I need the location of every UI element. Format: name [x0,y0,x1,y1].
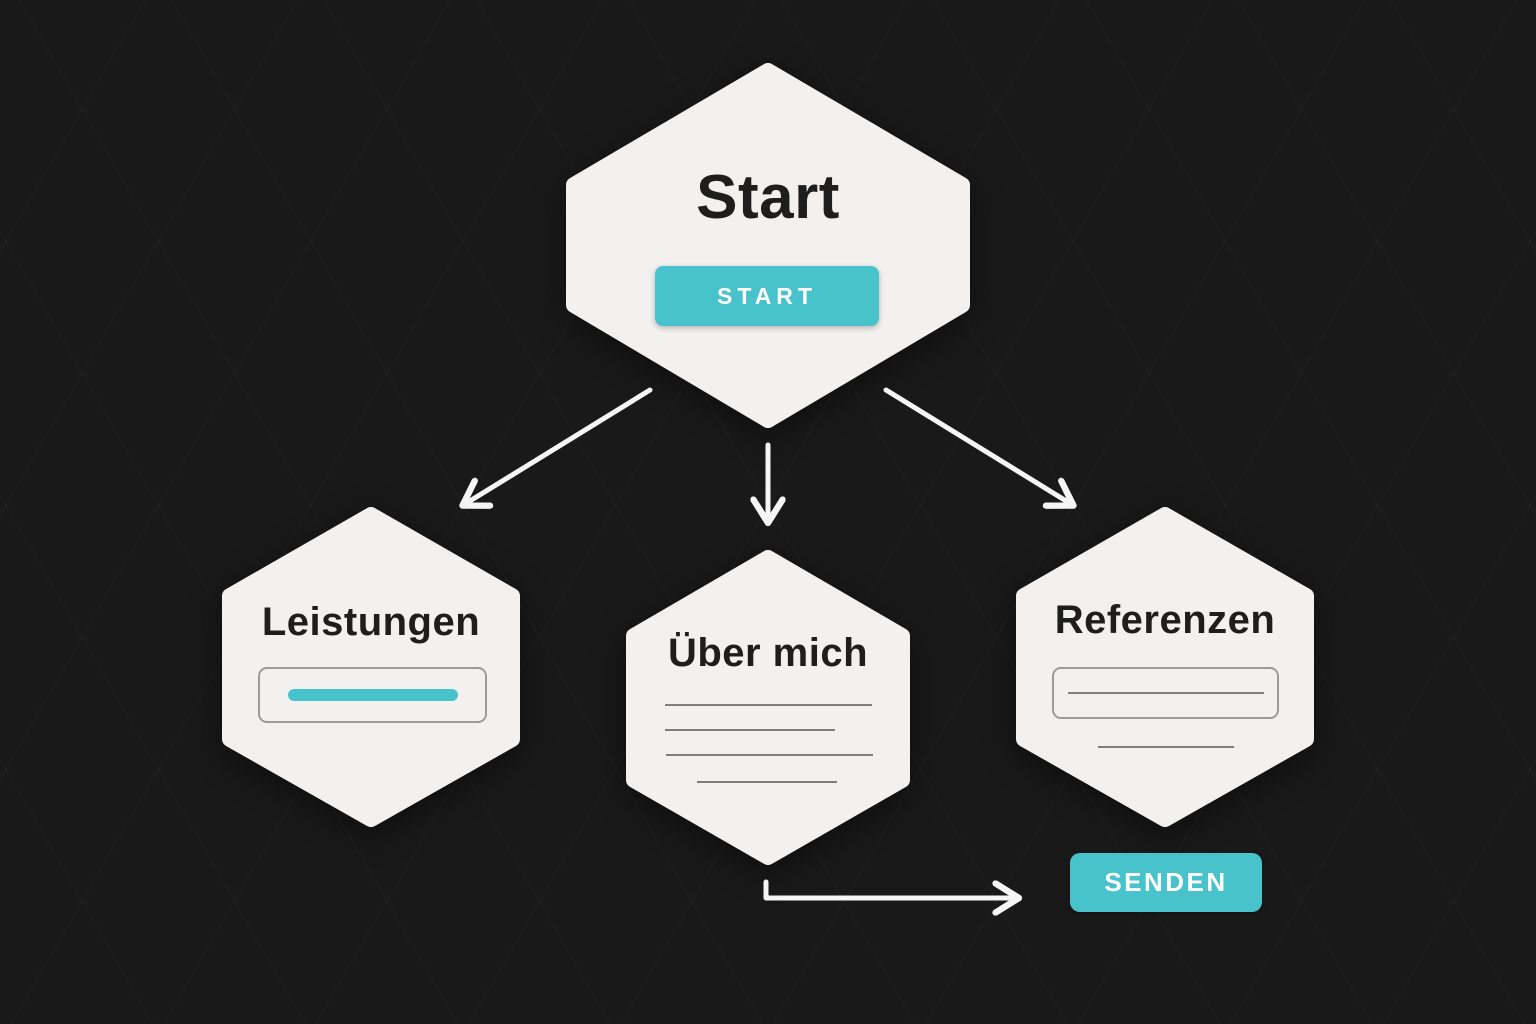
progress-bar [287,689,458,701]
ueber-mich-node-title: Über mich [667,631,869,675]
arrow-down-left-icon [465,387,653,504]
referenzen-node-title: Referenzen [1054,598,1276,642]
text-placeholder-line [665,704,872,706]
start-button[interactable]: START [655,266,879,326]
senden-button[interactable]: SENDEN [1070,853,1262,912]
leistungen-node-title: Leistungen [261,600,481,644]
arrow-right-to-senden-icon [763,879,1016,898]
start-hexagon [566,63,970,428]
leistungen-input-field[interactable] [258,667,487,723]
ueber-mich-hexagon [626,550,910,865]
start-node-title: Start [696,163,840,232]
text-placeholder-line [665,729,835,731]
arrow-down-right-icon [883,387,1071,504]
text-placeholder-line [1098,746,1234,748]
text-placeholder-line [666,754,873,756]
referenzen-input-field[interactable] [1052,667,1279,719]
text-placeholder-line [1067,692,1264,694]
text-placeholder-line [697,781,837,783]
